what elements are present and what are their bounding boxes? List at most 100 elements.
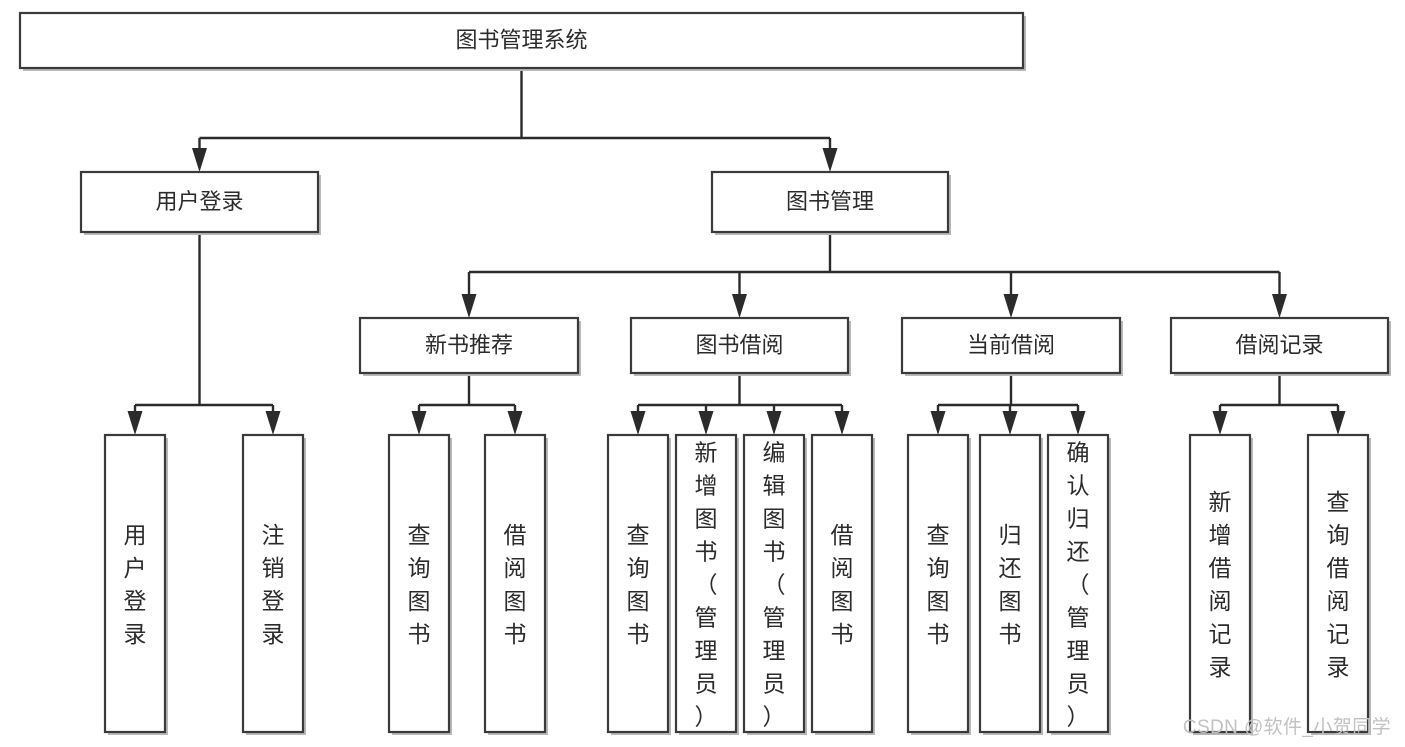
node-label-char: 书 [927,621,950,647]
node-leaf_2[interactable]: 查询图书查询图书 [387,433,452,735]
node-label-char: 询 [927,555,950,581]
node-label-char: 还 [999,555,1022,581]
connector-arrowhead [507,411,523,435]
connector-group [127,232,281,435]
node-layer: 图书管理系统用户登录图书管理新书推荐图书借阅当前借阅借阅记录用户登录用户登录注销… [18,11,1391,735]
node-label-char: 图 [999,588,1022,614]
node-l3_2[interactable]: 当前借阅 [900,316,1123,376]
node-l3_1[interactable]: 图书借阅 [629,316,851,376]
node-box[interactable] [358,316,580,375]
node-leaf_8[interactable]: 查询图书查询图书 [906,433,971,735]
node-box[interactable] [1046,433,1110,734]
node-label-char: 员 [763,671,786,697]
node-label-char: 还 [1067,539,1090,565]
connector-group [192,68,838,172]
node-leaf_9[interactable]: 归还图书归还图书 [978,433,1043,735]
connector-arrowhead [265,411,281,435]
node-label-char: （ [695,572,718,598]
node-box[interactable] [79,170,320,234]
node-label-char: 注 [262,522,285,548]
connector-arrowhead [127,411,143,435]
node-label-char: 管 [763,605,786,631]
node-label-char: 询 [627,555,650,581]
node-label-char: 增 [695,473,718,499]
connector-arrowhead [698,411,714,435]
connector-arrowhead [1212,411,1228,435]
node-box[interactable] [900,316,1122,375]
node-box[interactable] [810,433,874,734]
connector-group [411,373,523,435]
node-label-char: 图 [408,588,431,614]
node-label-char: 归 [999,522,1022,548]
node-box[interactable] [606,433,670,734]
node-label-char: 借 [1209,555,1232,581]
node-label-char: 辑 [763,473,786,499]
node-label-char: 认 [1067,473,1090,499]
node-leaf_1[interactable]: 注销登录注销登录 [241,433,306,735]
node-box[interactable] [978,433,1042,734]
node-label-char: 图 [627,588,650,614]
node-label-char: 图 [763,506,786,532]
node-leaf_4[interactable]: 查询图书查询图书 [606,433,671,735]
node-label-char: 图 [831,588,854,614]
node-box[interactable] [103,433,167,734]
node-label-char: 借 [1327,555,1350,581]
node-box[interactable] [241,433,305,734]
node-box[interactable] [387,433,451,734]
node-leaf_11[interactable]: 新增借阅记录新增借阅记录 [1188,433,1253,735]
node-label-char: 理 [763,638,786,664]
node-box[interactable] [483,433,547,734]
connector-arrowhead [930,411,946,435]
node-box[interactable] [1169,316,1390,375]
connector-arrowhead [1002,411,1018,435]
node-leaf_3[interactable]: 借阅图书借阅图书 [483,433,548,735]
node-box[interactable] [1306,433,1370,734]
node-label-char: 图 [504,588,527,614]
connector-arrowhead [1330,411,1346,435]
node-box[interactable] [710,170,950,234]
node-label-char: 记 [1209,621,1232,647]
node-root[interactable]: 图书管理系统 [18,11,1026,71]
node-label-char: 图 [695,506,718,532]
node-l3_3[interactable]: 借阅记录 [1169,316,1391,376]
node-box[interactable] [906,433,970,734]
node-l2_0[interactable]: 用户登录 [79,170,321,235]
node-box[interactable] [742,433,806,734]
connector-arrowhead [411,411,427,435]
node-box[interactable] [674,433,738,734]
node-label-char: 管 [1067,605,1090,631]
node-label-char: 书 [408,621,431,647]
node-leaf_0[interactable]: 用户登录用户登录 [103,433,168,735]
connector-arrowhead [1003,294,1019,318]
node-box[interactable] [1188,433,1252,734]
node-box[interactable] [629,316,850,375]
node-label-char: 询 [1327,522,1350,548]
node-leaf_12[interactable]: 查询借阅记录查询借阅记录 [1306,433,1371,735]
node-label-char: ） [695,704,718,730]
connector-group [630,373,850,435]
node-label-char: 理 [1067,638,1090,664]
connector-arrowhead [1272,294,1287,318]
node-box[interactable] [18,11,1025,70]
node-label-char: 员 [695,671,718,697]
node-l3_0[interactable]: 新书推荐 [358,316,581,376]
connector-arrowhead [732,294,747,318]
node-label-char: 书 [504,621,527,647]
node-label-char: 阅 [1327,588,1350,614]
node-l2_1[interactable]: 图书管理 [710,170,951,235]
node-label-char: 增 [1209,522,1232,548]
node-label-char: 归 [1067,506,1090,532]
node-label: 当前借阅 [967,332,1055,357]
node-label-char: 查 [408,522,431,548]
node-leaf_7[interactable]: 借阅图书借阅图书 [810,433,875,735]
node-label-char: 借 [504,522,527,548]
node-label-char: ） [1067,704,1090,730]
node-label-char: 登 [262,588,285,614]
node-label-char: 书 [831,621,854,647]
node-label-char: 用 [124,522,147,548]
node-label-char: 登 [124,588,147,614]
